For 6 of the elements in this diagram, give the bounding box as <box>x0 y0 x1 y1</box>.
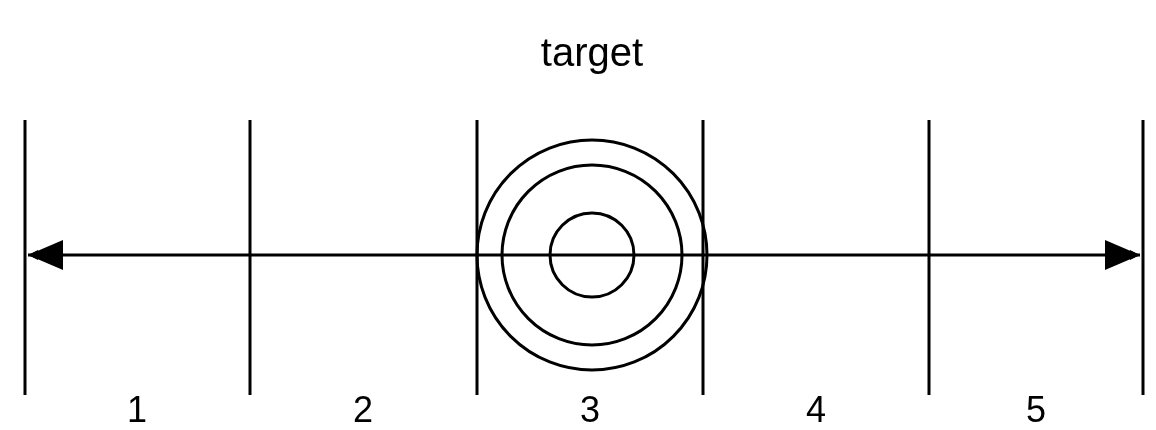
zone-number: 1 <box>126 392 148 428</box>
zone-number: 5 <box>1025 392 1047 428</box>
zone-number: 3 <box>579 392 601 428</box>
title: target <box>539 32 645 72</box>
zone-number: 4 <box>805 392 827 428</box>
zone-number: 2 <box>352 392 374 428</box>
